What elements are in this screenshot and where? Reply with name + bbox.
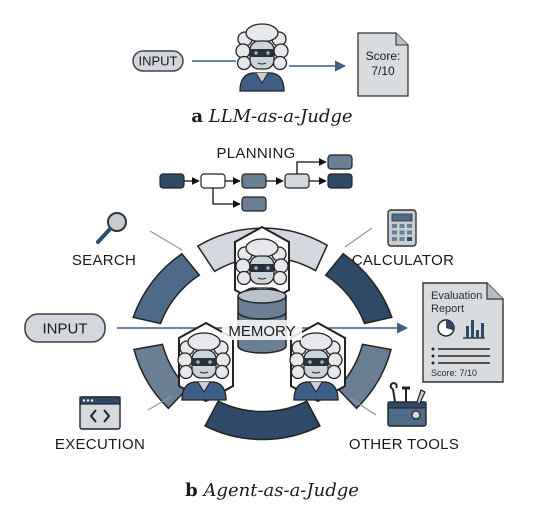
- score-label: Score:: [366, 49, 401, 63]
- evaluation-report-icon: [422, 282, 504, 383]
- memory-label-bg: [222, 320, 302, 340]
- report-title-line2: Report: [431, 303, 464, 315]
- execution-label: EXECUTION: [55, 436, 145, 453]
- caption-a: a LLM-as-a-Judge: [191, 106, 352, 127]
- panel-b: PLANNING SEARCH: [24, 145, 504, 501]
- connector-search: [149, 230, 183, 251]
- calculator-icon: [387, 209, 417, 247]
- report-score: Score: 7/10: [431, 368, 477, 378]
- other-tools-label: OTHER TOOLS: [349, 436, 459, 453]
- report-title-line1: Evaluation: [431, 290, 482, 302]
- judge-icon-a: [235, 23, 289, 92]
- score-value: 7/10: [371, 64, 395, 78]
- input-box-b: [24, 313, 106, 343]
- memory-label: MEMORY: [228, 323, 295, 340]
- score-document-icon: [357, 32, 409, 97]
- judge-icon-left: [177, 332, 231, 401]
- calculator-label: CALCULATOR: [352, 252, 454, 269]
- connector-other-tools: [349, 397, 377, 416]
- search-icon: [96, 212, 127, 244]
- caption-b: b Agent-as-a-Judge: [185, 480, 359, 501]
- judge-icon-right: [289, 332, 343, 401]
- input-box-a: [132, 50, 184, 72]
- panel-a: INPUT Score: 7/10 a LLM-as-a-Judge: [132, 23, 409, 127]
- planning-label: PLANNING: [216, 145, 295, 162]
- input-label-b: INPUT: [43, 321, 88, 338]
- connector-calculator: [344, 227, 373, 248]
- planning-flowchart-icon: [159, 154, 353, 212]
- search-label: SEARCH: [72, 252, 136, 269]
- toolbox-icon: [387, 382, 427, 427]
- code-window-icon: [79, 396, 121, 430]
- input-label-a: INPUT: [139, 54, 178, 69]
- connector-execution: [147, 395, 173, 411]
